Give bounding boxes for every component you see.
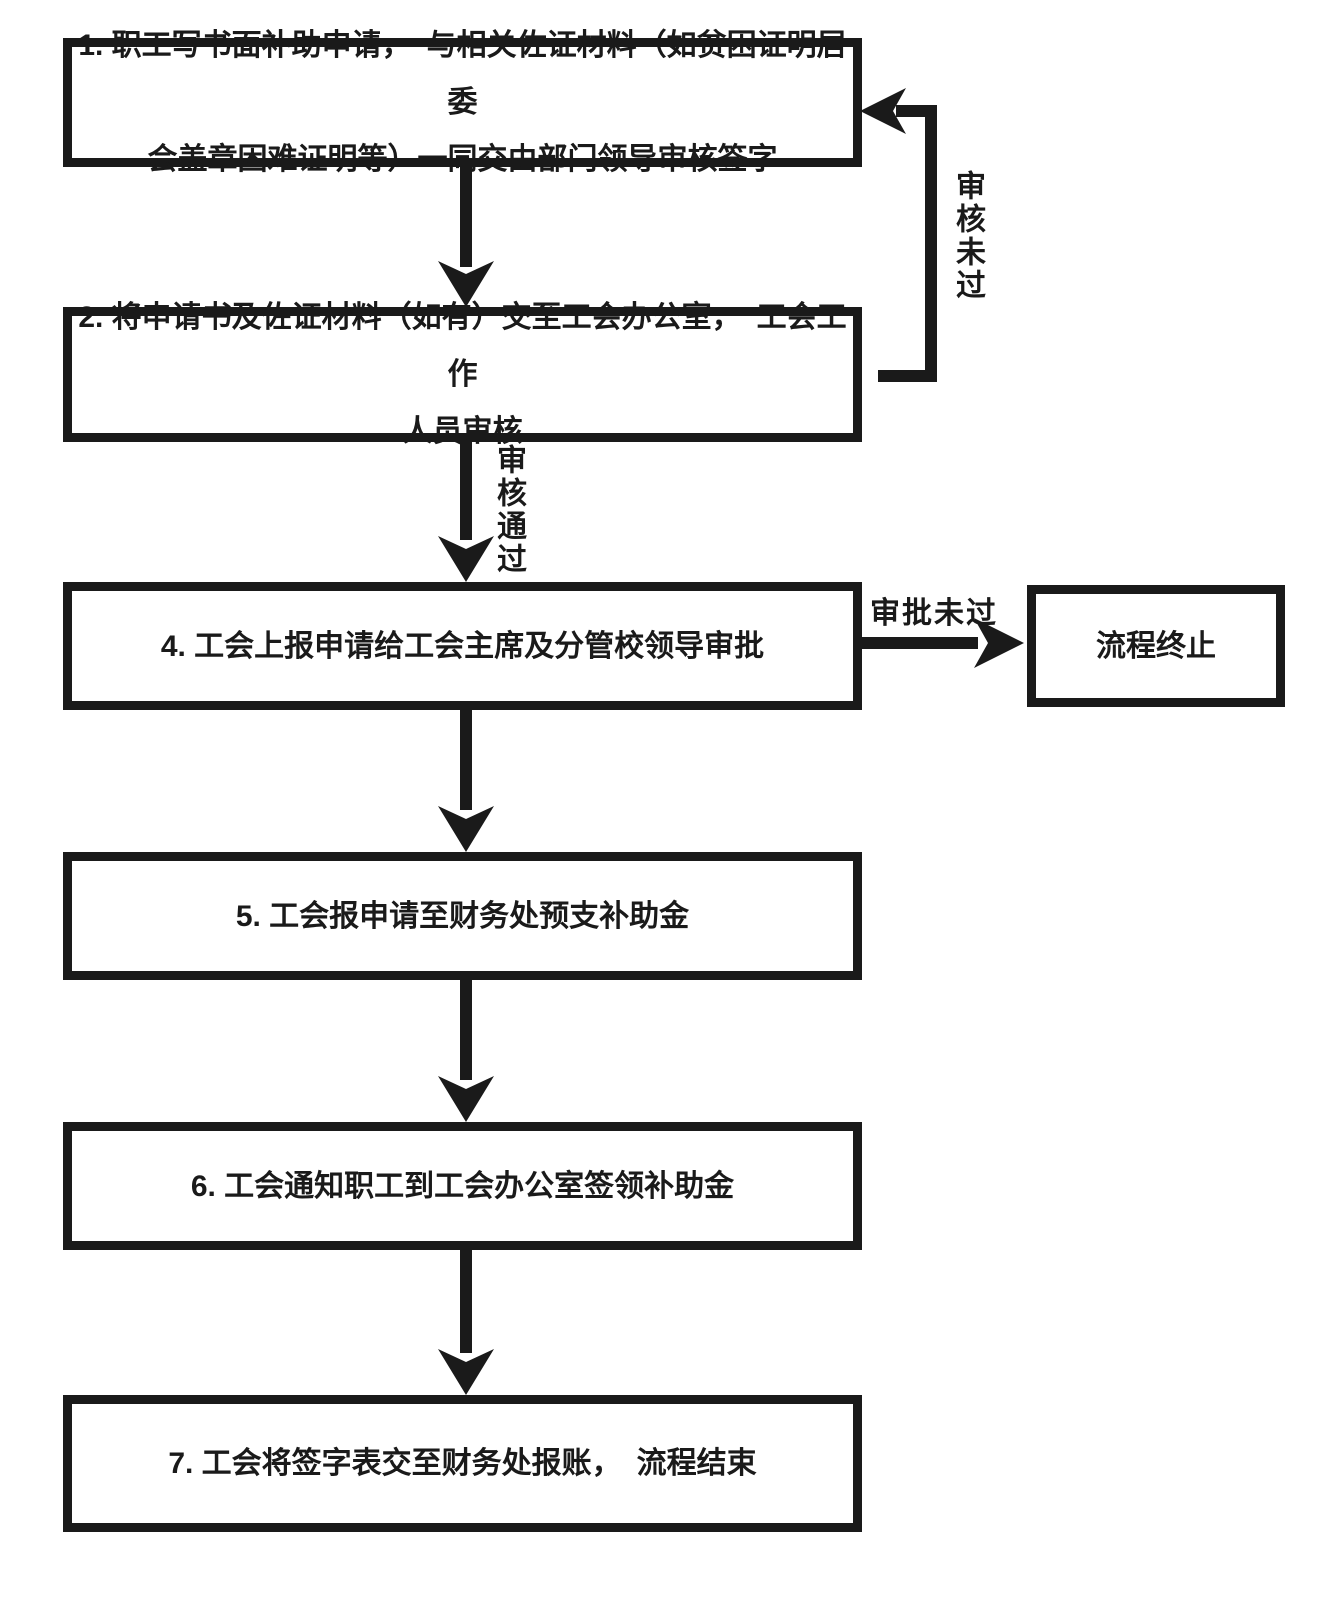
connector-step6-step7-line: [460, 1250, 472, 1353]
connector-step5-step6-line: [460, 980, 472, 1080]
connector-step2-step4-line: [460, 442, 472, 540]
feedback-loop-bottom-line: [878, 370, 937, 382]
arrow-down-step5-step6-icon: [438, 1076, 494, 1122]
connector-step1-step2-line: [460, 167, 472, 267]
step-4-box: 4. 工会上报申请给工会主席及分管校领导审批: [63, 582, 862, 710]
step-6-box: 6. 工会通知职工到工会办公室签领补助金: [63, 1122, 862, 1250]
step-4-text: 4. 工会上报申请给工会主席及分管校领导审批: [160, 629, 765, 663]
arrow-down-step1-step2-icon: [438, 261, 494, 307]
terminate-box: 流程终止: [1027, 585, 1285, 707]
step-7-box: 7. 工会将签字表交至财务处报账， 流程结束: [63, 1395, 862, 1532]
review-passed-label: 审核通过: [492, 444, 525, 576]
step-1-box: 1. 职工写书面补助申请， 与相关佐证材料（如贫困证明居委 会盖章困难证明等）一…: [63, 29, 862, 176]
step-2-box: 2. 将申请书及佐证材料（如有）交至工会办公室， 工会工作 人员审核: [63, 301, 862, 448]
step-1-text-line-1: 1. 职工写书面补助申请， 与相关佐证材料（如贫困证明居委: [78, 29, 847, 119]
arrow-down-step4-step5-icon: [438, 806, 494, 852]
step-5-text: 5. 工会报申请至财务处预支补助金: [235, 899, 690, 933]
review-failed-label: 审核未过: [951, 170, 984, 302]
terminate-text: 流程终止: [1096, 629, 1216, 663]
arrow-right-terminate-icon: [974, 618, 1024, 668]
feedback-loop-top-line: [896, 105, 937, 117]
step-5-box: 5. 工会报申请至财务处预支补助金: [63, 852, 862, 980]
connector-step4-step5-line: [460, 710, 472, 810]
arrow-down-step6-step7-icon: [438, 1349, 494, 1395]
approval-failed-label: 审批未过: [870, 597, 998, 630]
connector-step4-terminate-line: [862, 637, 978, 649]
feedback-loop-vertical-line: [925, 105, 937, 382]
step-6-text: 6. 工会通知职工到工会办公室签领补助金: [190, 1169, 735, 1203]
arrow-down-step2-step4-icon: [438, 536, 494, 582]
step-7-text: 7. 工会将签字表交至财务处报账， 流程结束: [168, 1447, 757, 1480]
step-2-text-line-1: 2. 将申请书及佐证材料（如有）交至工会办公室， 工会工作: [78, 301, 847, 391]
arrow-left-feedback-icon: [860, 88, 906, 134]
